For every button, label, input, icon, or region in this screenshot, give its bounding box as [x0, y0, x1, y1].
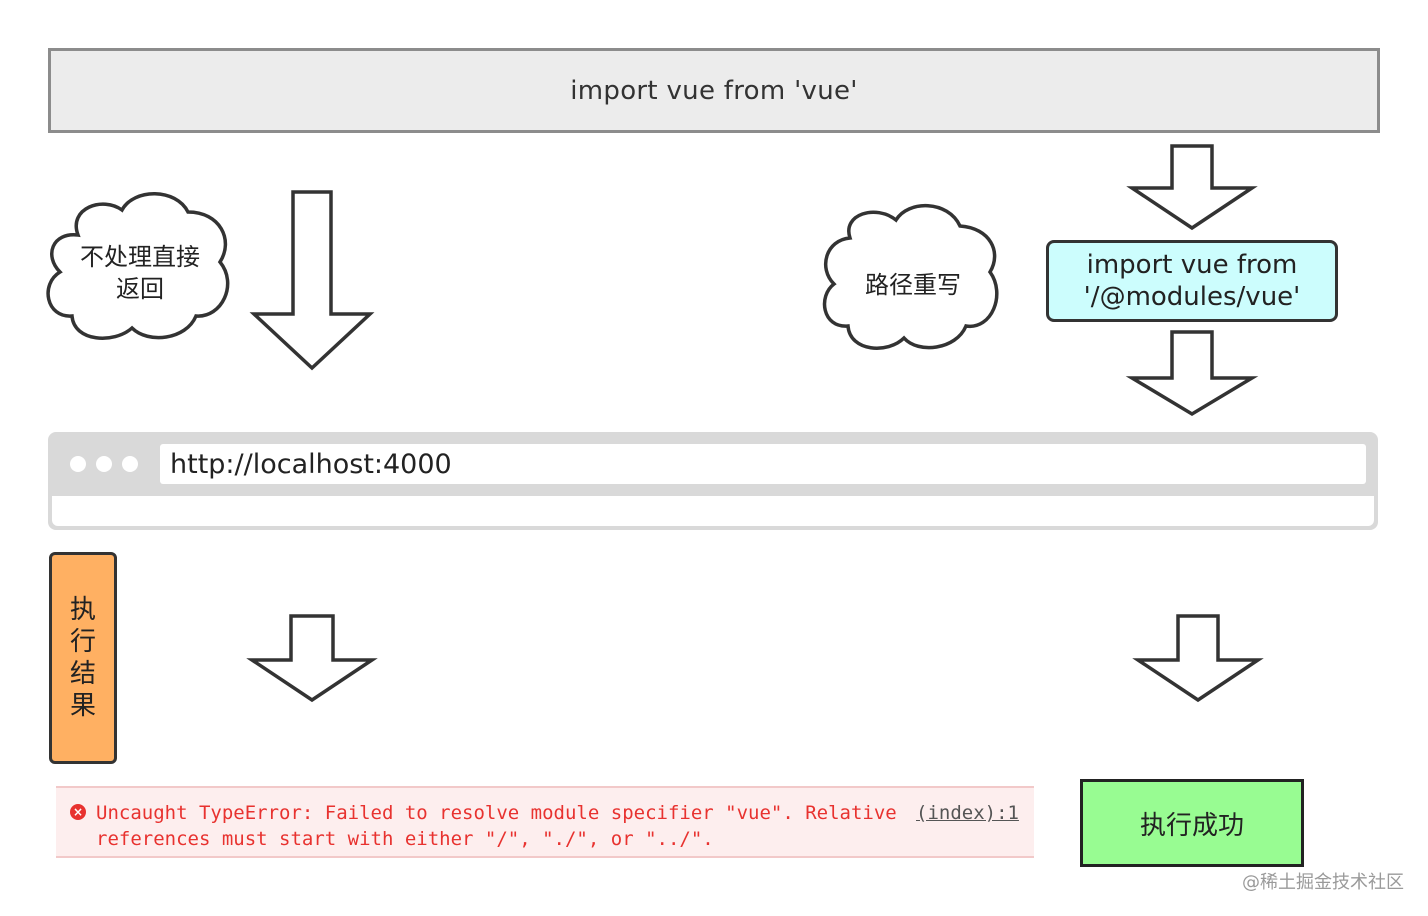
window-dot-1 [70, 456, 86, 472]
success-box: 执行成功 [1080, 779, 1304, 867]
arrow-down-left-result-icon [246, 614, 378, 703]
left-cloud-shape [46, 192, 230, 340]
import-statement-text: import vue from 'vue' [570, 75, 858, 106]
result-label-char: 果 [69, 691, 96, 721]
address-bar[interactable]: http://localhost:4000 [160, 444, 1366, 484]
right-cloud-label: 路径重写 [838, 266, 988, 304]
window-dot-3 [122, 456, 138, 472]
import-statement-box: import vue from 'vue' [48, 48, 1380, 133]
right-cloud-text: 路径重写 [865, 271, 961, 299]
success-text: 执行成功 [1139, 810, 1244, 841]
left-cloud-line1: 不处理直接 [80, 243, 200, 271]
error-text-line2: references must start with either "/", "… [96, 828, 714, 850]
browser-content-area [52, 496, 1374, 526]
result-label-char: 结 [69, 659, 96, 689]
error-icon: × [70, 804, 86, 820]
rewritten-import-box: import vue from '/@modules/vue' [1046, 240, 1338, 322]
left-cloud-label: 不处理直接 返回 [58, 238, 222, 308]
right-cloud-shape [822, 204, 999, 350]
error-text-line1: Uncaught TypeError: Failed to resolve mo… [96, 802, 897, 824]
console-error-message: × Uncaught TypeError: Failed to resolve … [56, 786, 1034, 858]
left-cloud-line2: 返回 [116, 275, 164, 303]
result-label: 执 行 结 果 [49, 552, 117, 764]
arrow-down-right-top-icon [1126, 144, 1258, 231]
result-label-char: 执 [69, 595, 96, 625]
address-bar-url: http://localhost:4000 [170, 448, 452, 480]
window-dot-2 [96, 456, 112, 472]
arrow-down-left-long-icon [249, 190, 375, 371]
error-source-link[interactable]: (index):1 [916, 802, 1019, 824]
arrow-down-right-result-icon [1132, 614, 1264, 703]
rewritten-import-line1: import vue from [1086, 250, 1298, 280]
result-label-char: 行 [69, 627, 96, 657]
arrow-down-right-mid-icon [1125, 330, 1259, 417]
watermark: @稀土掘金技术社区 [1242, 872, 1404, 893]
rewritten-import-line2: '/@modules/vue' [1083, 282, 1301, 312]
